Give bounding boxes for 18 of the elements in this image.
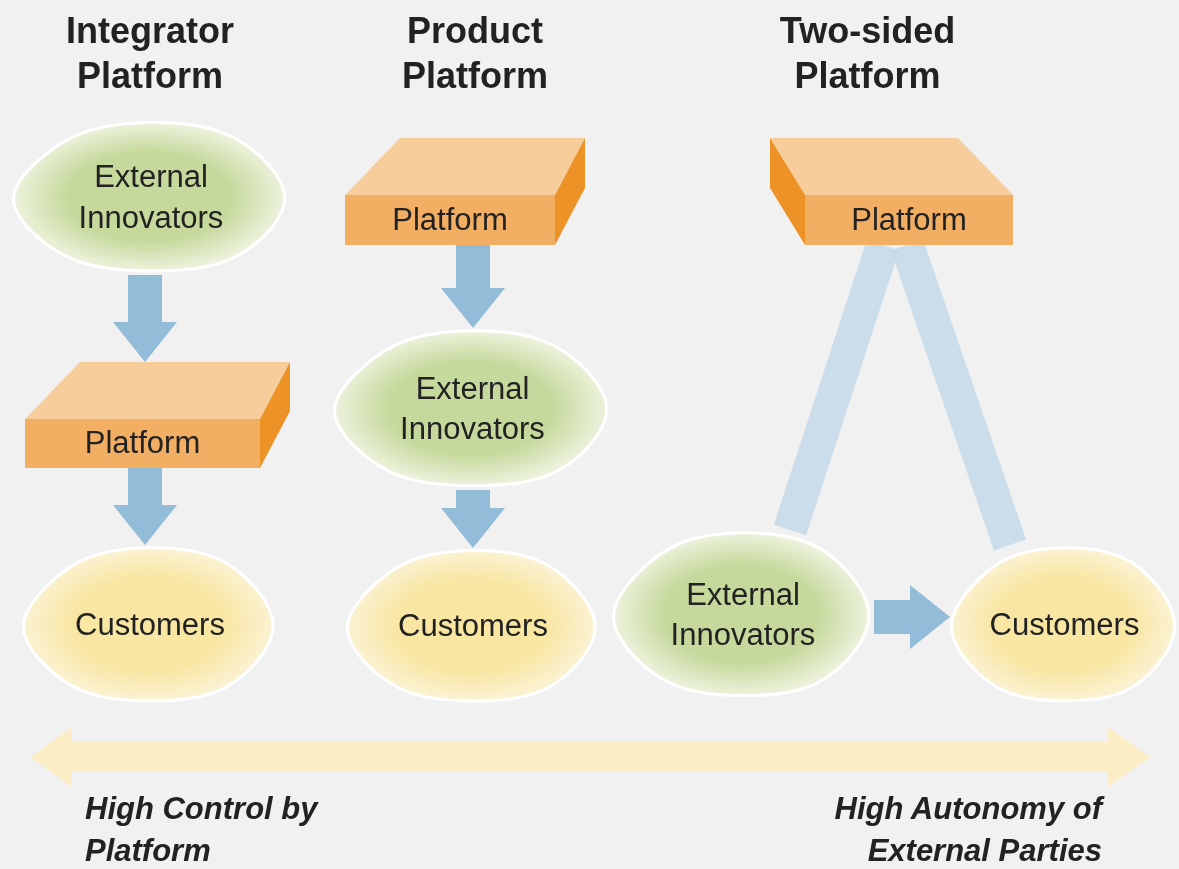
arrow [441, 490, 505, 548]
node-label: Platform [392, 200, 508, 239]
node-label: External Innovators [399, 369, 546, 448]
node-label: Customers [989, 605, 1140, 644]
arrow [441, 245, 505, 328]
node-label: Customers [398, 607, 548, 646]
scale-label: High Control by Platform [85, 790, 320, 869]
arrow [113, 468, 177, 545]
arrow [113, 275, 177, 362]
column-heading: Product Platform [401, 9, 549, 98]
column-heading: Two-sided Platform [778, 9, 957, 98]
node-label: Platform [851, 200, 967, 239]
node-label: External Innovators [77, 158, 225, 237]
node-label: Platform [84, 424, 201, 463]
node-label: Customers [75, 605, 225, 644]
arrow [874, 585, 950, 649]
column-heading: Integrator Platform [65, 9, 235, 98]
node-label: External Innovators [669, 575, 817, 654]
